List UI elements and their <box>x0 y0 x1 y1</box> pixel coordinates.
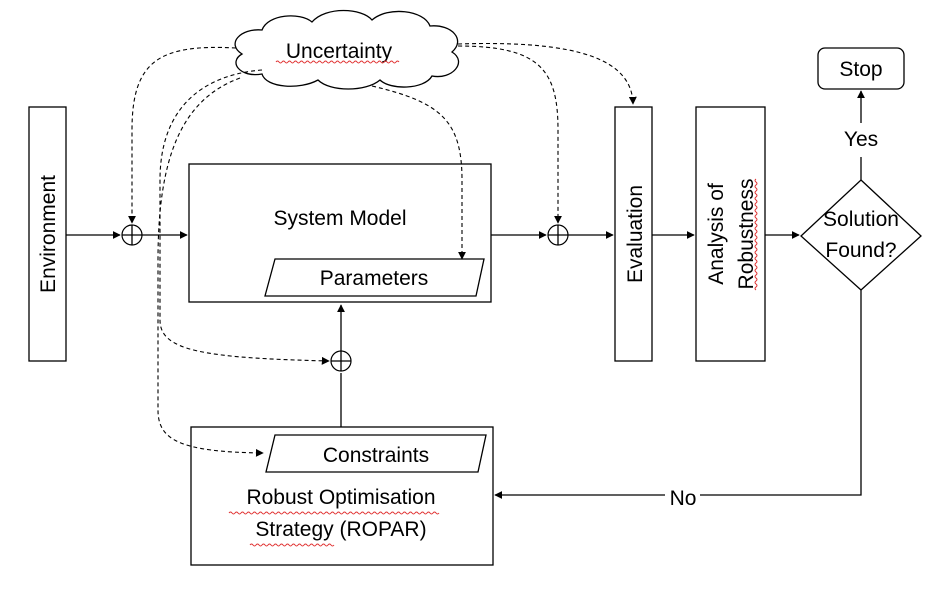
stop-label: Stop <box>839 58 882 81</box>
summing-junction-input <box>121 224 143 246</box>
dashed-to-evaluation <box>457 42 637 105</box>
constraints-box <box>265 434 487 473</box>
dashed-to-parameter-junction <box>159 69 330 365</box>
summing-junction-parameters <box>330 350 352 372</box>
dashed-to-parameters <box>371 85 466 260</box>
uncertainty-cloud: Uncertainty <box>234 9 460 90</box>
system-model-label: System Model <box>273 207 406 230</box>
analysis-label-line2: Robustness <box>735 179 758 290</box>
evaluation-block: Evaluation <box>614 106 653 362</box>
dashed-to-output-junction <box>457 45 562 224</box>
spellcheck-underline <box>275 60 400 64</box>
parameters-label: Parameters <box>320 267 429 290</box>
summing-junction-output <box>547 224 569 246</box>
spellcheck-underline <box>754 178 758 291</box>
analysis-block: Analysis of Robustness <box>695 106 766 362</box>
uncertainty-label: Uncertainty <box>286 40 393 63</box>
system-model-block: System Model Parameters <box>188 163 492 303</box>
constraints-label: Constraints <box>323 444 429 467</box>
decision-label-line1: Solution <box>823 208 899 231</box>
decision-label-line2: Found? <box>825 239 896 262</box>
parameters-box <box>264 258 485 297</box>
yes-label: Yes <box>844 128 878 151</box>
spellcheck-underline <box>228 511 440 515</box>
flow-arrows <box>66 90 865 499</box>
dashed-to-input-junction <box>128 46 237 224</box>
no-label: No <box>670 487 697 510</box>
spellcheck-underline <box>249 543 335 547</box>
strategy-block: Constraints Robust Optimisation Strategy… <box>190 426 494 566</box>
environment-label: Environment <box>37 175 60 293</box>
dashed-to-constraints <box>157 77 264 457</box>
decision-diamond: Solution Found? <box>800 179 922 291</box>
uncertainty-arrows <box>128 42 637 457</box>
evaluation-label: Evaluation <box>624 185 647 283</box>
strategy-label-line2: Strategy (ROPAR) <box>255 518 426 541</box>
line-decision-to-no <box>700 290 862 496</box>
environment-block: Environment <box>28 106 67 362</box>
analysis-label-line1: Analysis of <box>705 183 728 285</box>
strategy-label-line1: Robust Optimisation <box>246 486 435 509</box>
stop-block: Stop <box>817 47 905 90</box>
